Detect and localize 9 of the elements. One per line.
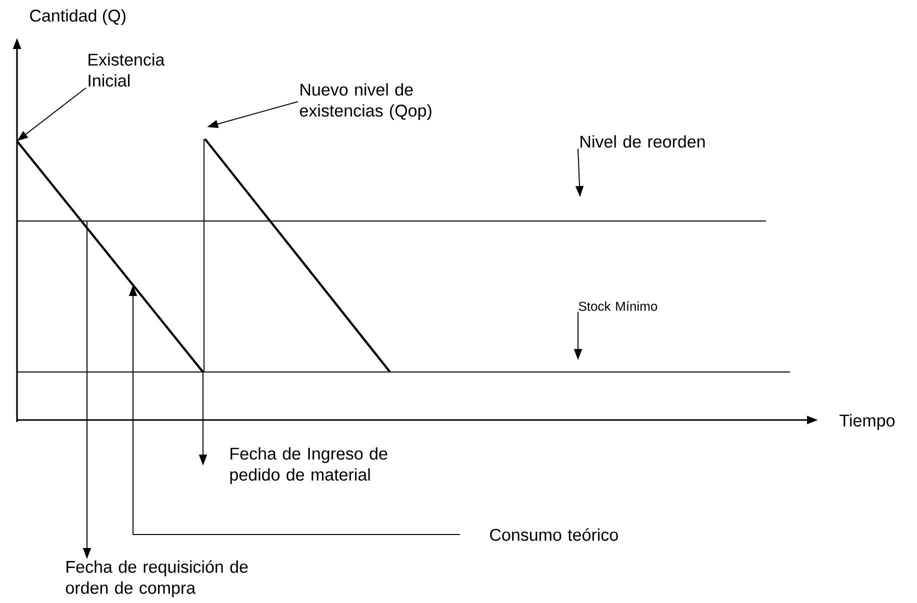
annotation-text: Stock Mínimo xyxy=(578,301,658,311)
annotation-text: Existencia Inicial xyxy=(88,53,165,87)
axis-label: Cantidad (Q) xyxy=(30,9,126,26)
axis-label: Tiempo xyxy=(840,414,895,430)
annotation-text: Nuevo nivel de existencias (Qop) xyxy=(300,83,432,120)
annotation-text: Fecha de requisición de orden de compra xyxy=(66,560,248,598)
annotation-text: Nivel de reorden xyxy=(580,135,705,148)
annotation-text: Consumo teórico xyxy=(490,528,618,541)
annotation-text: Fecha de Ingreso de pedido de material xyxy=(230,447,388,484)
